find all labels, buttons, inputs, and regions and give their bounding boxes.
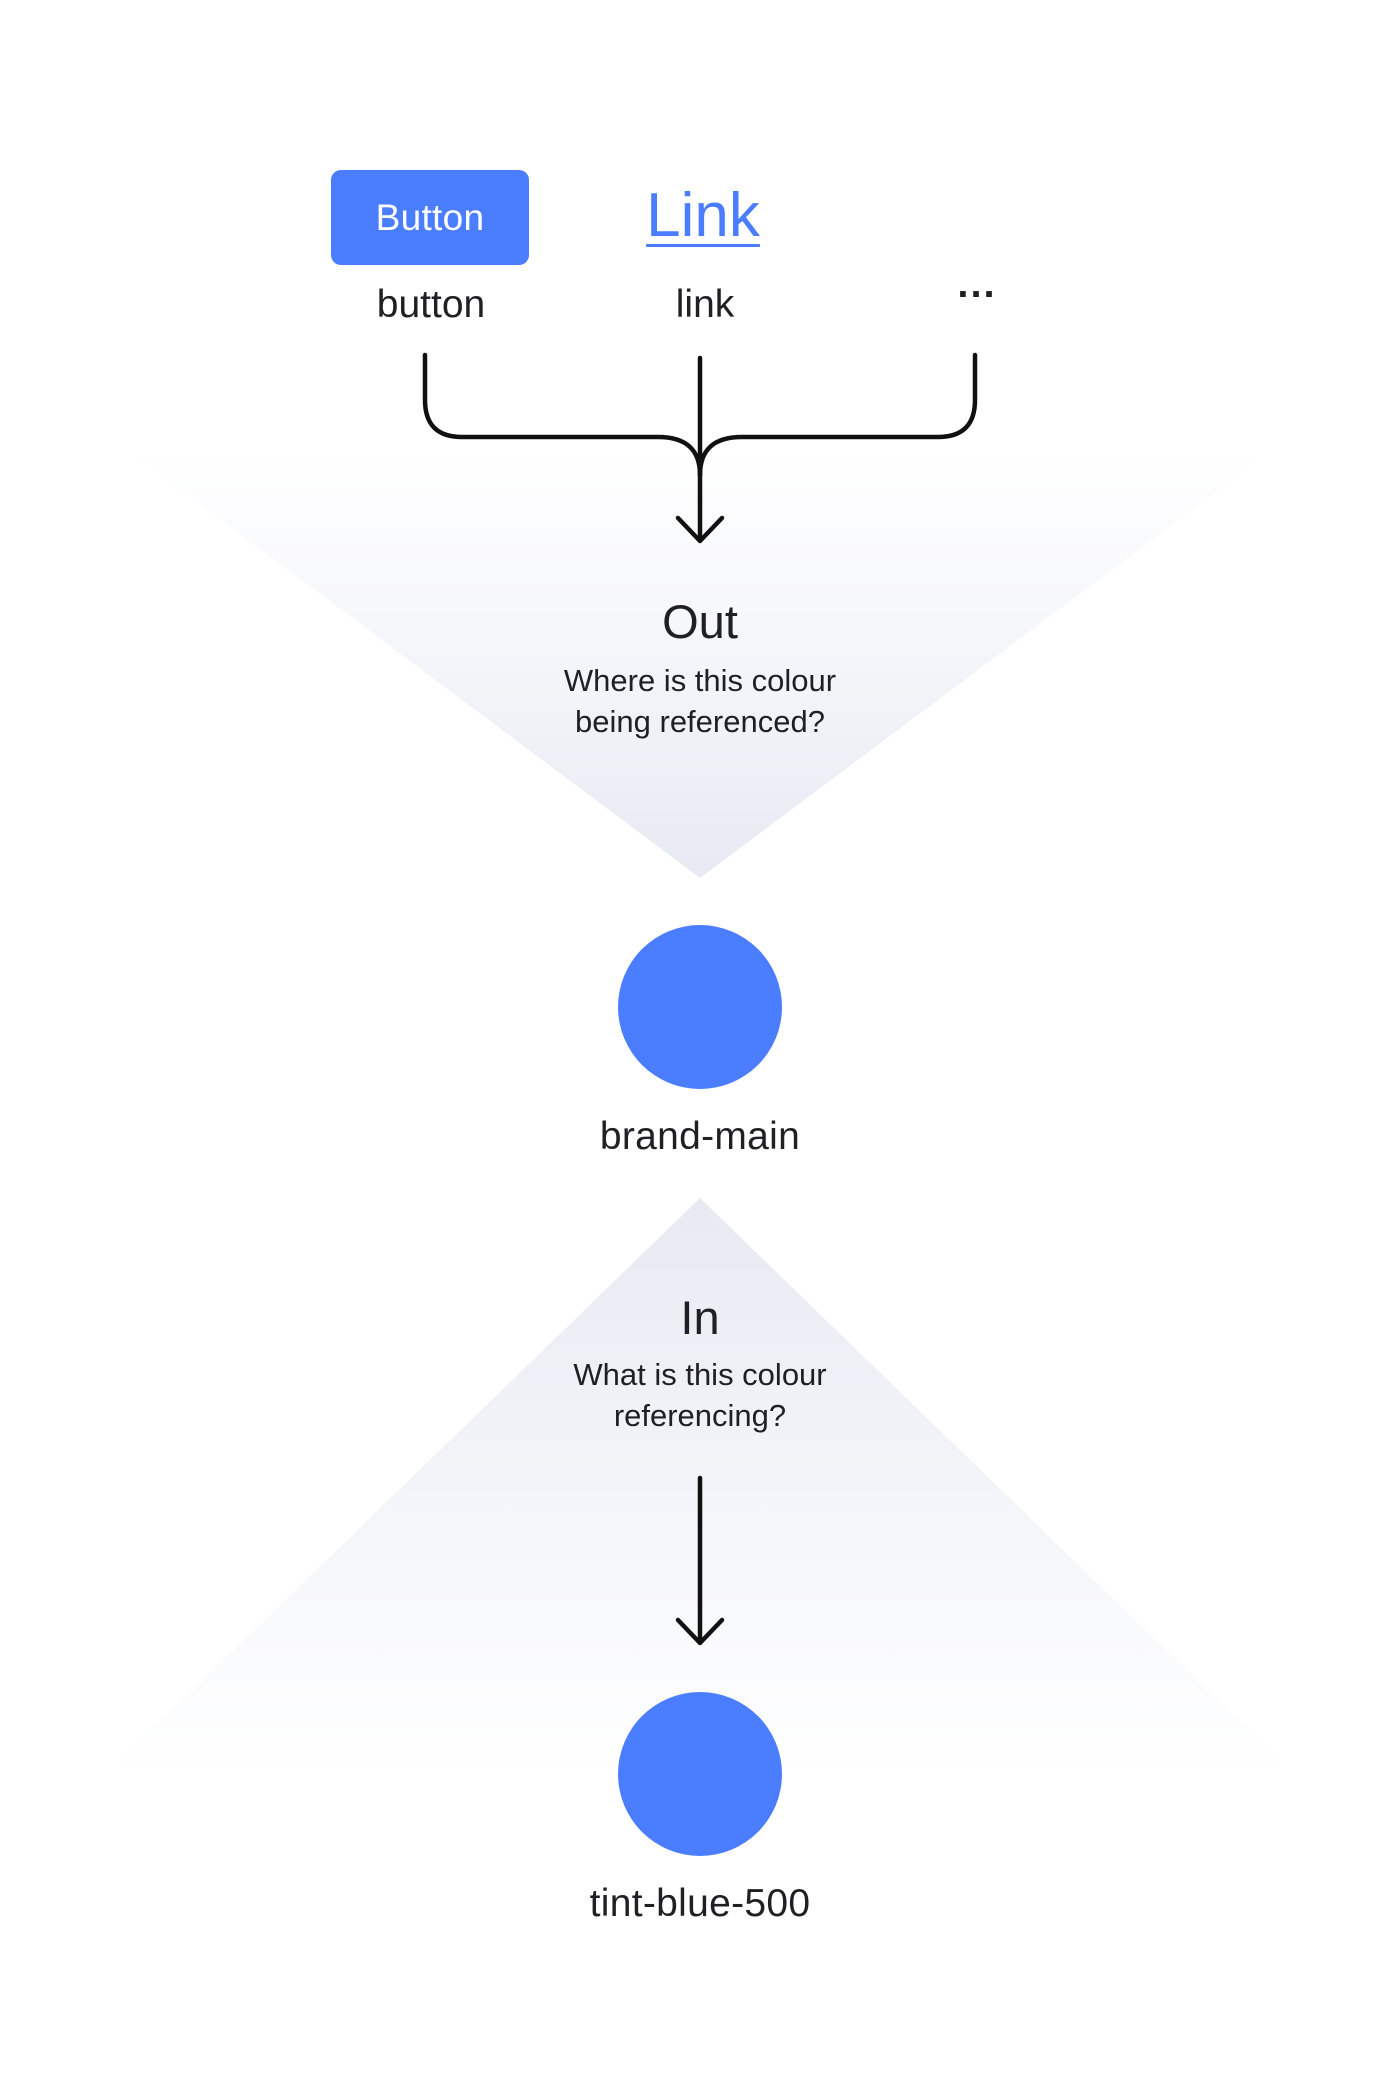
button-component-sample[interactable]: Button bbox=[331, 170, 529, 265]
bracket-merge-icon bbox=[422, 352, 978, 544]
out-description-line-2: being referenced? bbox=[575, 704, 825, 739]
tint-blue-500-token-label: tint-blue-500 bbox=[589, 1882, 811, 1925]
more-components-ellipsis: ... bbox=[957, 262, 997, 306]
button-component-name: button bbox=[376, 283, 486, 326]
in-description-line-1: What is this colour bbox=[573, 1357, 827, 1392]
in-section-title: In bbox=[680, 1291, 720, 1344]
tint-blue-500-color-swatch[interactable] bbox=[618, 1692, 782, 1856]
out-section-description: Where is this colour being referenced? bbox=[564, 660, 836, 742]
brand-main-color-swatch[interactable] bbox=[618, 925, 782, 1089]
in-description-line-2: referencing? bbox=[613, 1398, 787, 1433]
out-description-line-1: Where is this colour bbox=[563, 663, 837, 698]
in-section-description: What is this colour referencing? bbox=[573, 1354, 826, 1436]
out-triangle bbox=[125, 448, 1275, 878]
brand-main-token-label: brand-main bbox=[599, 1115, 801, 1158]
arrow-down-icon bbox=[675, 1475, 725, 1646]
link-component-sample[interactable]: Link bbox=[646, 181, 760, 250]
button-sample-label: Button bbox=[375, 196, 485, 238]
link-component-name: link bbox=[675, 283, 735, 326]
out-section-title: Out bbox=[662, 595, 738, 648]
